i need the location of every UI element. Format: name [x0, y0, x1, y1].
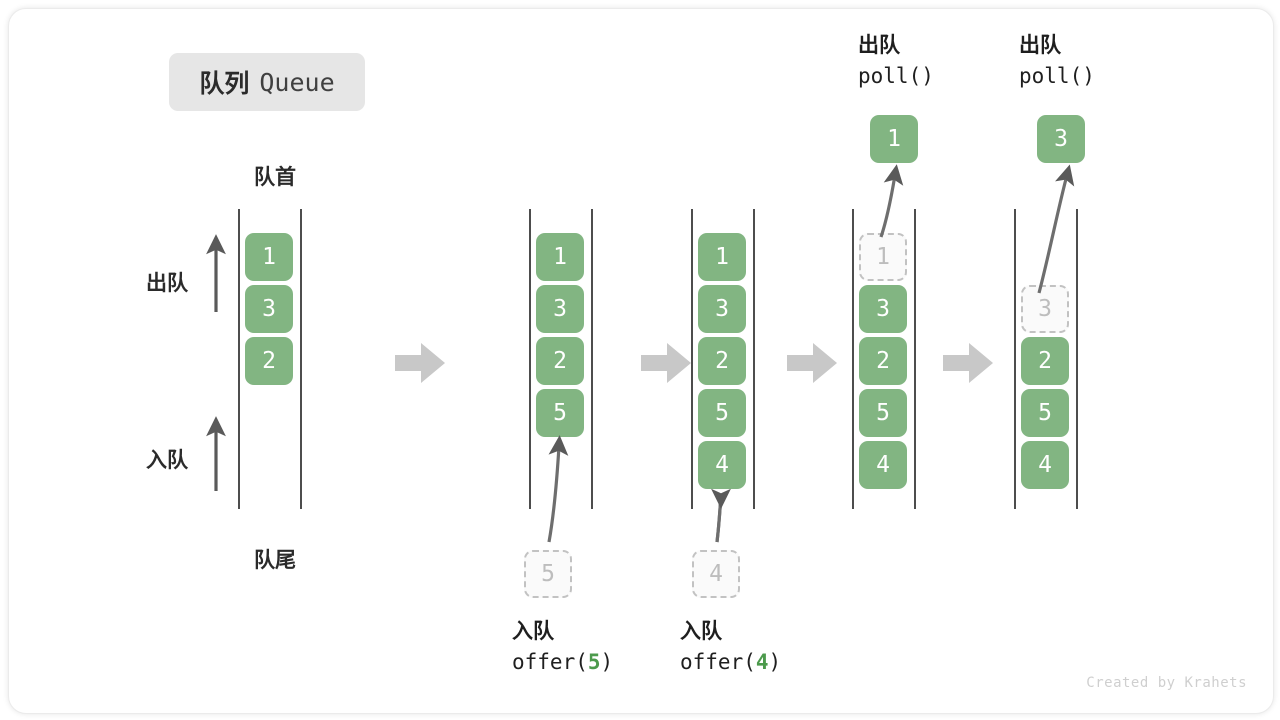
- enqueue-flow-arrow-5: [547, 435, 569, 543]
- queue-rail-left-5: [1014, 209, 1016, 509]
- queue-rail-right-3: [753, 209, 755, 509]
- queue-cell: 5: [698, 389, 746, 437]
- queue-cell: 3: [698, 285, 746, 333]
- queue-cell: 2: [859, 337, 907, 385]
- queue-rail-right-2: [591, 209, 593, 509]
- dequeue-caption-cn: 出队: [1019, 34, 1061, 57]
- enqueue-caption-5: 入队 offer(5): [512, 617, 613, 678]
- step-arrow: [787, 343, 837, 383]
- fn-suffix: ): [600, 650, 614, 675]
- queue-cell: 4: [859, 441, 907, 489]
- queue-rail-left-1: [238, 209, 240, 509]
- diagram-canvas: 队列 Queue 队首 队尾 出队 入队 1 3 2 1 3 2 5 5 入队 …: [8, 8, 1274, 714]
- dequeue-result-cell: 1: [870, 115, 918, 163]
- dequeue-ghost-cell: 1: [859, 233, 907, 281]
- dequeue-result-cell: 3: [1037, 115, 1085, 163]
- queue-cell: 3: [859, 285, 907, 333]
- enqueue-ghost-cell: 4: [692, 550, 740, 598]
- queue-cell: 2: [698, 337, 746, 385]
- dequeue-direction-label: 出队: [146, 272, 188, 295]
- queue-rail-right-4: [914, 209, 916, 509]
- enqueue-caption-fn: offer(5): [512, 647, 613, 677]
- step-arrow: [395, 343, 445, 383]
- enqueue-direction-label: 入队: [146, 449, 188, 472]
- fn-prefix: offer(: [512, 650, 588, 675]
- queue-cell: 3: [536, 285, 584, 333]
- queue-cell: 2: [245, 337, 293, 385]
- queue-cell: 1: [536, 233, 584, 281]
- queue-cell: 4: [1021, 441, 1069, 489]
- enqueue-caption-cn: 入队: [512, 620, 554, 643]
- queue-rail-left-4: [852, 209, 854, 509]
- dequeue-caption-1: 出队 poll(): [858, 31, 934, 92]
- title-badge: 队列 Queue: [169, 53, 365, 111]
- title-english: Queue: [259, 67, 335, 97]
- queue-rail-right-1: [300, 209, 302, 509]
- enqueue-caption-4: 入队 offer(4): [680, 617, 781, 678]
- queue-cell: 5: [859, 389, 907, 437]
- queue-cell: 5: [536, 389, 584, 437]
- step-arrow: [943, 343, 993, 383]
- queue-cell: 1: [245, 233, 293, 281]
- queue-head-label: 队首: [254, 166, 296, 189]
- queue-rail-left-3: [691, 209, 693, 509]
- watermark: Created by Krahets: [1086, 675, 1247, 691]
- queue-cell: 2: [536, 337, 584, 385]
- queue-tail-label: 队尾: [254, 549, 296, 572]
- title-chinese: 队列: [199, 70, 250, 98]
- enqueue-caption-fn: offer(4): [680, 647, 781, 677]
- queue-cell: 2: [1021, 337, 1069, 385]
- enqueue-caption-cn: 入队: [680, 620, 722, 643]
- queue-cell: 4: [698, 441, 746, 489]
- dequeue-ghost-cell: 3: [1021, 285, 1069, 333]
- fn-suffix: ): [768, 650, 782, 675]
- fn-prefix: offer(: [680, 650, 756, 675]
- dequeue-flow-arrow-3: [1037, 164, 1075, 294]
- enqueue-ghost-cell: 5: [524, 550, 572, 598]
- arrow-overlay: [206, 164, 1075, 543]
- queue-cell: 5: [1021, 389, 1069, 437]
- queue-cell: 3: [245, 285, 293, 333]
- queue-rail-left-2: [529, 209, 531, 509]
- fn-arg: 5: [587, 650, 601, 675]
- enqueue-flow-arrow-4: [711, 488, 731, 543]
- dequeue-caption-cn: 出队: [858, 34, 900, 57]
- dequeue-caption-fn: poll(): [1019, 64, 1095, 89]
- step-arrow: [641, 343, 691, 383]
- queue-cell: 1: [698, 233, 746, 281]
- fn-arg: 4: [755, 650, 769, 675]
- queue-rail-right-5: [1076, 209, 1078, 509]
- dequeue-flow-arrow-1: [879, 164, 904, 238]
- dequeue-caption-3: 出队 poll(): [1019, 31, 1095, 92]
- dequeue-caption-fn: poll(): [858, 64, 934, 89]
- enqueue-flow-arrow-4-tail: [715, 495, 723, 543]
